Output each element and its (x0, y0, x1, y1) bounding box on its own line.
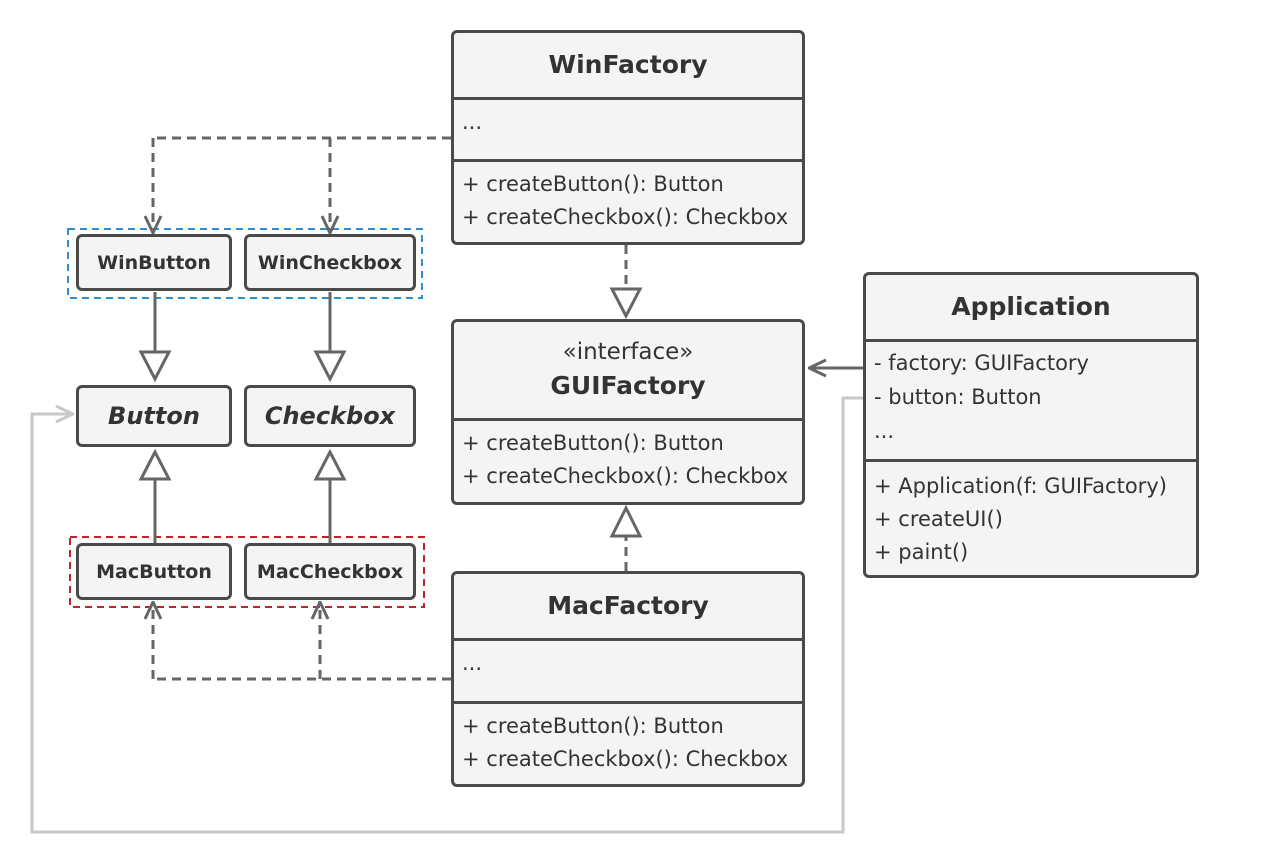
win-factory-fields: ... (454, 97, 802, 159)
win-factory-methods: + createButton(): Button + createCheckbo… (454, 159, 802, 242)
win-factory-method: + createCheckbox(): Checkbox (462, 205, 789, 229)
mac-checkbox-name: MacCheckbox (256, 560, 404, 583)
win-factory-name: WinFactory (548, 50, 708, 79)
application-field: - factory: GUIFactory (874, 351, 1089, 375)
application-fields: - factory: GUIFactory - button: Button .… (866, 339, 1196, 459)
gui-factory-method: + createCheckbox(): Checkbox (462, 464, 789, 488)
win-checkbox-inheritance-arrow (313, 350, 347, 383)
gui-factory-method: + createButton(): Button (462, 431, 724, 455)
mac-factory-methods: + createButton(): Button + createCheckbo… (454, 701, 802, 784)
win-factory-header: WinFactory (454, 33, 802, 97)
application-method: + paint() (874, 540, 969, 564)
gui-factory-name: GUIFactory (550, 371, 706, 400)
application-name: Application (951, 292, 1111, 321)
win-factory-method: + createButton(): Button (462, 172, 724, 196)
application-method: + Application(f: GUIFactory) (874, 474, 1167, 498)
win-button-class: WinButton (76, 234, 232, 291)
win-button-name: WinButton (97, 251, 211, 274)
button-interface-name: Button (108, 402, 200, 430)
application-class: Application - factory: GUIFactory - butt… (863, 272, 1199, 578)
application-method: + createUI() (874, 507, 1003, 531)
application-button-association (30, 396, 864, 834)
mac-factory-field: ... (462, 651, 483, 675)
mac-button-name: MacButton (96, 560, 212, 583)
mac-factory-realization-arrow (609, 504, 643, 538)
win-factory-realization-arrow (609, 287, 643, 320)
mac-button-class: MacButton (76, 543, 232, 600)
mac-checkbox-class: MacCheckbox (244, 543, 416, 600)
mac-factory-method: + createButton(): Button (462, 714, 724, 738)
mac-factory-method: + createCheckbox(): Checkbox (462, 747, 789, 771)
win-factory-field: ... (462, 110, 483, 134)
mac-checkbox-inheritance-arrow (313, 448, 347, 481)
gui-factory-methods: + createButton(): Button + createCheckbo… (454, 418, 802, 502)
mac-factory-class: MacFactory ... + createButton(): Button … (451, 571, 805, 787)
win-factory-class: WinFactory ... + createButton(): Button … (451, 30, 805, 245)
win-button-inheritance-arrow (138, 350, 172, 383)
mac-factory-fields: ... (454, 638, 802, 701)
gui-factory-interface: «interface» GUIFactory + createButton():… (451, 319, 805, 505)
checkbox-interface-name: Checkbox (264, 402, 396, 430)
application-field: - button: Button (874, 385, 1042, 409)
gui-factory-stereotype: «interface» (562, 339, 694, 365)
mac-family-group (69, 536, 425, 608)
application-header: Application (866, 275, 1196, 339)
win-checkbox-name: WinCheckbox (257, 251, 403, 274)
win-family-group (67, 228, 423, 299)
button-interface: Button (76, 385, 232, 447)
application-methods: + Application(f: GUIFactory) + createUI(… (866, 459, 1196, 575)
mac-factory-name: MacFactory (547, 591, 709, 620)
checkbox-interface: Checkbox (244, 385, 416, 447)
mac-factory-header: MacFactory (454, 574, 802, 638)
application-field: ... (874, 419, 895, 443)
win-checkbox-class: WinCheckbox (244, 234, 416, 291)
mac-button-inheritance-arrow (138, 448, 172, 481)
gui-factory-header: «interface» GUIFactory (454, 322, 802, 418)
